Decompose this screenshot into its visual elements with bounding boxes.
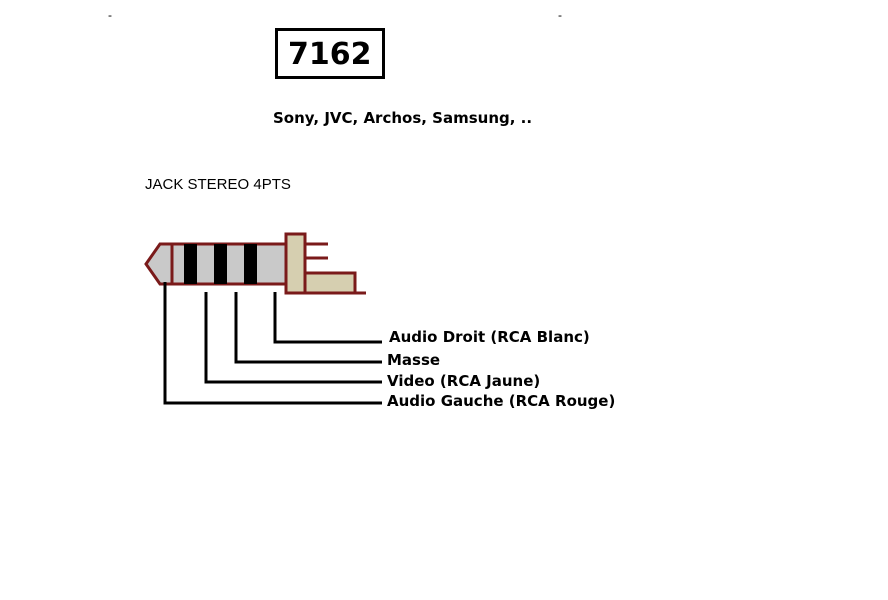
insulator-ring-2 bbox=[214, 244, 227, 284]
jack-plug-icon bbox=[144, 232, 366, 295]
insulator-ring-1 bbox=[184, 244, 197, 284]
dash-mark-left: - bbox=[108, 8, 112, 22]
plug-collar bbox=[284, 232, 307, 295]
dash-mark-right: - bbox=[558, 8, 562, 22]
insulator-ring-3 bbox=[244, 244, 257, 284]
compatible-brands: Sony, JVC, Archos, Samsung, .. bbox=[273, 109, 533, 127]
leader-line-video bbox=[204, 292, 382, 384]
cable-body bbox=[303, 271, 357, 295]
connector-title: JACK STEREO 4PTS bbox=[145, 176, 291, 193]
plug-tip bbox=[144, 242, 174, 286]
model-code-box: 7162 bbox=[275, 28, 385, 79]
model-code: 7162 bbox=[288, 37, 372, 72]
pin-label-audio-droit: Audio Droit (RCA Blanc) bbox=[389, 328, 590, 346]
pin-label-video: Video (RCA Jaune) bbox=[387, 372, 540, 390]
leader-line-audio-gauche bbox=[163, 282, 382, 405]
pin-label-masse: Masse bbox=[387, 351, 440, 369]
pin-label-audio-gauche: Audio Gauche (RCA Rouge) bbox=[387, 392, 615, 410]
leader-line-audio-droit bbox=[273, 292, 382, 344]
leader-line-masse bbox=[234, 292, 382, 364]
